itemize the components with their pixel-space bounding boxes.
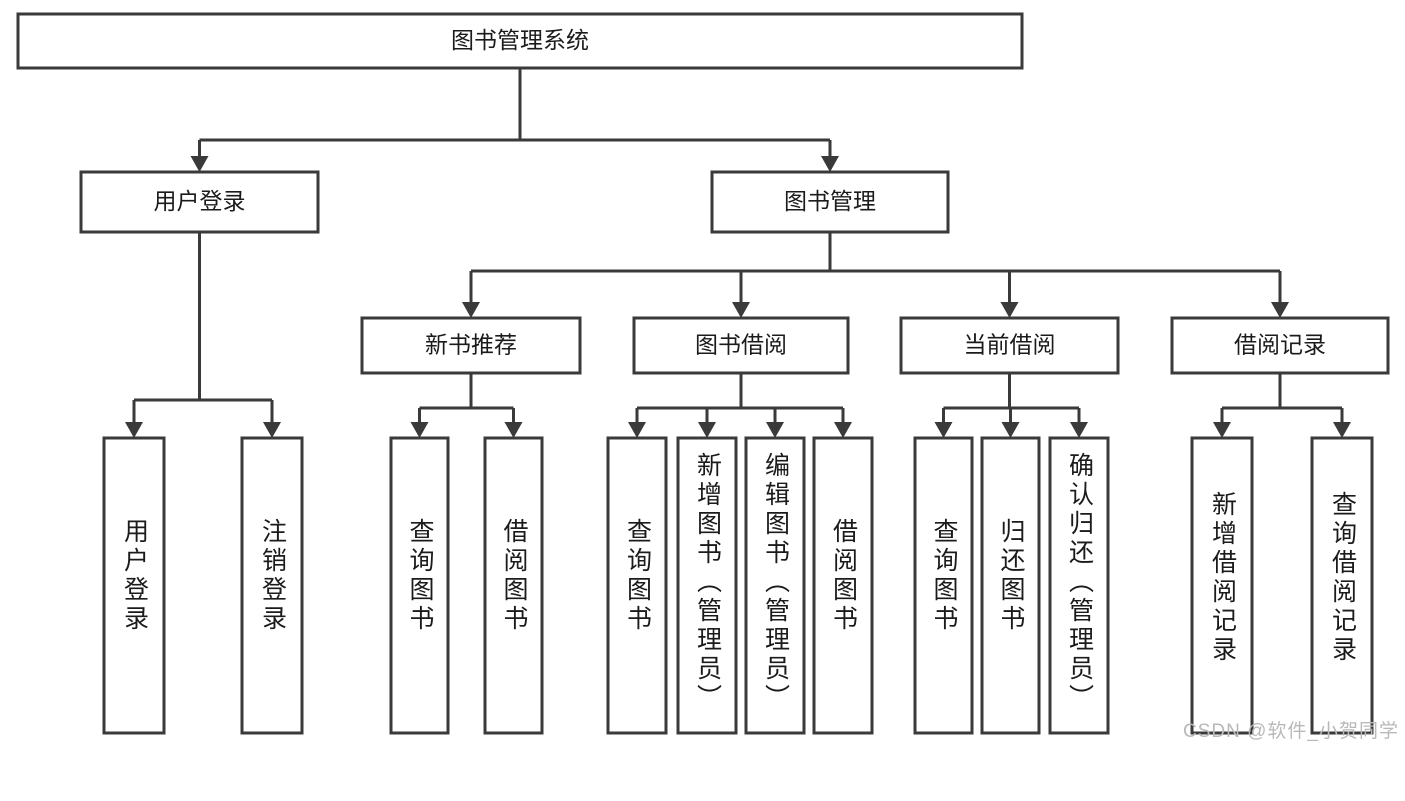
node-root[interactable]: 图书管理系统 <box>16 12 1024 70</box>
node-leaf-return-book[interactable] <box>980 436 1041 735</box>
node-label: 图书管理系统 <box>451 27 589 53</box>
node-label: 图书借阅 <box>695 332 787 358</box>
node-label: 新书推荐 <box>425 332 517 358</box>
node-leaf-confirm-return-admin[interactable] <box>1048 436 1110 735</box>
arrow-head-icon <box>1333 422 1351 438</box>
node-box <box>899 316 1120 375</box>
arrow-head-icon <box>934 422 953 438</box>
node-label: 当前借阅 <box>964 332 1056 358</box>
node-box <box>980 436 1041 735</box>
arrow-head-icon <box>125 422 143 438</box>
node-leaf-query-book-recommend[interactable] <box>389 436 450 735</box>
node-box <box>483 436 544 735</box>
arrow-head-icon <box>834 422 852 438</box>
node-box <box>606 436 668 735</box>
node-box <box>102 436 166 735</box>
node-leaf-query-borrow-record[interactable] <box>1310 436 1374 735</box>
node-box <box>360 316 582 375</box>
node-box <box>1310 436 1374 735</box>
node-box <box>710 170 950 234</box>
arrow-head-icon <box>732 302 750 318</box>
node-leaf-borrow-book-recommend[interactable] <box>483 436 544 735</box>
arrow-head-icon <box>698 422 716 438</box>
node-label: 用户登录 <box>154 188 246 214</box>
node-box <box>632 316 850 375</box>
node-borrow-record[interactable]: 借阅记录 <box>1170 316 1390 375</box>
node-leaf-add-book-admin[interactable] <box>676 436 738 735</box>
node-box <box>744 436 806 735</box>
node-box <box>240 436 304 735</box>
node-box <box>389 436 450 735</box>
node-box <box>79 170 320 234</box>
node-box <box>676 436 738 735</box>
node-leaf-borrow-book[interactable] <box>812 436 874 735</box>
node-book-management[interactable]: 图书管理 <box>710 170 950 234</box>
node-leaf-query-book-current[interactable] <box>913 436 974 735</box>
node-book-borrow[interactable]: 图书借阅 <box>632 316 850 375</box>
arrow-head-icon <box>1001 422 1020 438</box>
arrow-head-icon <box>410 422 429 438</box>
flowchart-canvas: 图书管理系统用户登录图书管理新书推荐图书借阅当前借阅借阅记录 用户登录注销登录查… <box>16 12 1399 742</box>
node-box <box>1190 436 1254 735</box>
node-box <box>1048 436 1110 735</box>
node-box <box>1170 316 1390 375</box>
arrow-head-icon <box>766 422 784 438</box>
node-leaf-logout-login[interactable] <box>240 436 304 735</box>
arrow-head-icon <box>821 156 839 172</box>
arrow-head-icon <box>1213 422 1231 438</box>
node-leaf-query-book-borrow[interactable] <box>606 436 668 735</box>
arrow-head-icon <box>628 422 646 438</box>
arrow-head-icon <box>1070 422 1088 438</box>
arrow-head-icon <box>1271 302 1289 318</box>
arrow-head-icon <box>190 156 209 172</box>
node-label: 图书管理 <box>784 188 876 214</box>
node-box <box>913 436 974 735</box>
connector-layer <box>125 68 1351 438</box>
arrow-head-icon <box>504 422 523 438</box>
watermark-text: CSDN @软件_小贺同学 <box>1183 721 1399 742</box>
node-box <box>812 436 874 735</box>
node-leaf-edit-book-admin[interactable] <box>744 436 806 735</box>
node-current-borrow[interactable]: 当前借阅 <box>899 316 1120 375</box>
arrow-head-icon <box>263 422 281 438</box>
node-new-book-recommend[interactable]: 新书推荐 <box>360 316 582 375</box>
node-leaf-add-borrow-record[interactable] <box>1190 436 1254 735</box>
node-user-login[interactable]: 用户登录 <box>79 170 320 234</box>
node-box <box>16 12 1024 70</box>
arrow-head-icon <box>1000 302 1019 318</box>
node-label: 借阅记录 <box>1234 332 1326 358</box>
arrow-head-icon <box>462 302 480 318</box>
node-leaf-user-login[interactable] <box>102 436 166 735</box>
